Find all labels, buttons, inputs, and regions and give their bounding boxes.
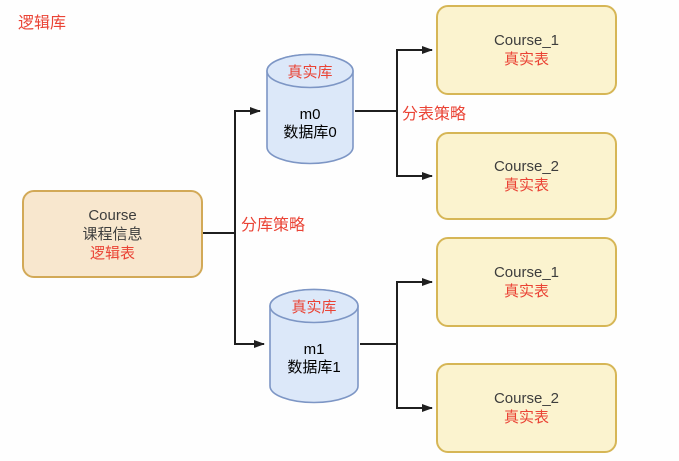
database-node-m0: 真实库 m0 数据库0 <box>265 53 355 165</box>
database-subtitle: 数据库1 <box>287 359 341 376</box>
logical-table-title: Course <box>88 206 137 224</box>
connector-course-to-m1 <box>203 232 265 348</box>
real-table-node-m1-course2: Course_2 真实表 <box>436 363 617 453</box>
cylinder-icon <box>269 288 359 404</box>
real-table-node-m0-course1: Course_1 真实表 <box>436 5 617 95</box>
database-tag: 真实库 <box>291 299 337 316</box>
connector-m1-to-course1 <box>360 278 433 345</box>
database-tag: 真实库 <box>287 64 333 81</box>
cylinder-icon <box>266 53 354 165</box>
real-table-title: Course_1 <box>493 264 560 281</box>
label-table-split-strategy: 分表策略 <box>402 106 467 123</box>
real-table-node-m1-course1: Course_1 真实表 <box>436 237 617 327</box>
connector-m0-to-course2 <box>355 110 433 180</box>
real-table-node-m0-course2: Course_2 真实表 <box>436 132 617 220</box>
logical-table-tag: 逻辑表 <box>89 244 135 262</box>
database-subtitle: 数据库0 <box>283 124 337 141</box>
real-table-tag: 真实表 <box>503 409 549 426</box>
real-table-tag: 真实表 <box>503 51 549 68</box>
database-name: m0 <box>299 106 321 123</box>
database-name: m1 <box>303 341 325 358</box>
real-table-tag: 真实表 <box>503 177 549 194</box>
logical-table-node: Course 课程信息 逻辑表 <box>22 190 203 278</box>
database-node-m1: 真实库 m1 数据库1 <box>268 288 360 404</box>
connector-m1-to-course2 <box>360 343 433 412</box>
real-table-tag: 真实表 <box>503 283 549 300</box>
label-db-split-strategy: 分库策略 <box>241 217 306 234</box>
logical-table-subtitle: 课程信息 <box>82 225 143 243</box>
real-table-title: Course_2 <box>493 390 560 407</box>
real-table-title: Course_1 <box>493 32 560 49</box>
label-logical-db: 逻辑库 <box>18 15 67 32</box>
real-table-title: Course_2 <box>493 158 560 175</box>
